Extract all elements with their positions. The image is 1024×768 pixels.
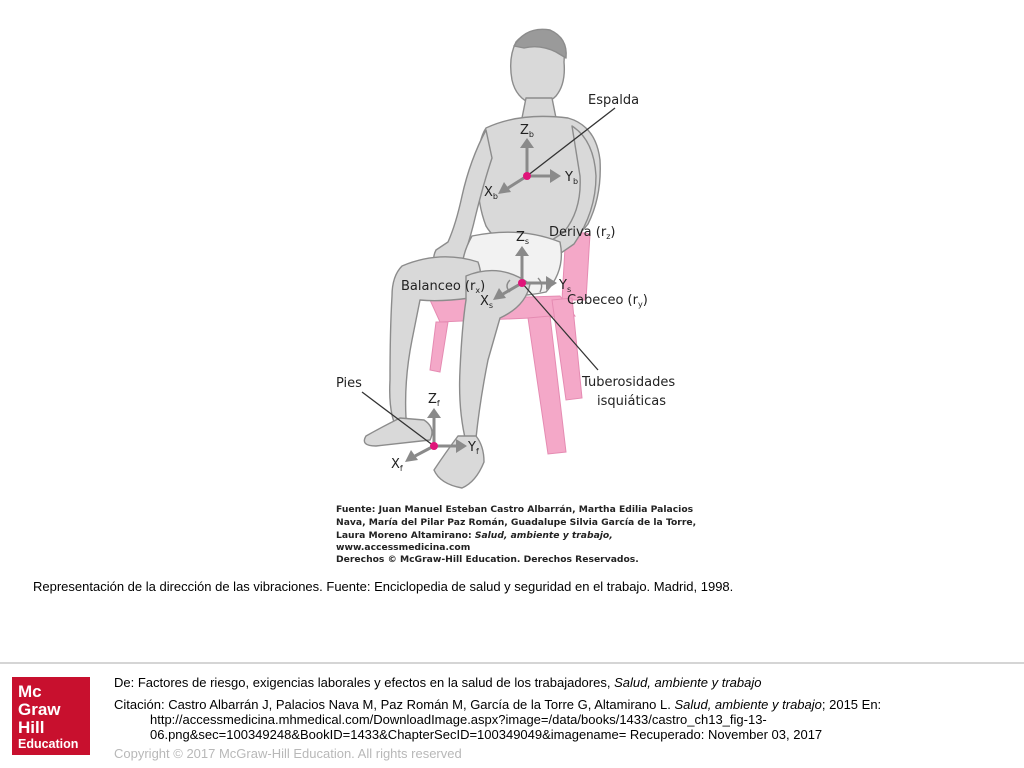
logo-line-1: Mc [18,682,42,701]
logo-line-2: Graw [18,700,61,719]
label-pies: Pies [336,376,362,391]
axis-label-xf: Xf [391,457,403,473]
axis-label-yb: Yb [564,170,578,186]
source-line-4: www.accessmedicina.com [336,542,470,553]
footer-divider [0,662,1024,664]
source-line-1: Fuente: Juan Manuel Esteban Castro Albar… [336,504,694,515]
logo-line-3: Hill [18,718,45,737]
figure-source: Fuente: Juan Manuel Esteban Castro Albar… [336,504,696,565]
axis-label-zf: Zf [428,392,440,408]
logo-line-4: Education [18,737,79,751]
person-silhouette [363,28,601,489]
vibration-markers [430,172,531,450]
label-espalda: Espalda [588,93,639,108]
label-tuberosidades-1: Tuberosidades [581,375,675,390]
source-line-5: Derechos © McGraw-Hill Education. Derech… [336,554,639,565]
citation: Citación: Castro Albarrán J, Palacios Na… [114,697,994,742]
axis-label-yf: Yf [467,440,479,456]
citation-url-line-1[interactable]: http://accessmedicina.mhmedical.com/Down… [150,712,767,727]
axis-label-zb: Zb [520,123,534,139]
marker-feet [430,442,438,450]
axis-label-xs: Xs [480,294,493,310]
axis-label-ys: Ys [558,278,571,294]
label-balanceo: Balanceo (rx) [401,279,485,295]
axis-label-xb: Xb [484,185,498,201]
axis-label-zs: Zs [516,230,529,246]
rotation-arcs [506,277,543,293]
source-line-2: Nava, María del Pilar Paz Román, Guadalu… [336,517,696,528]
mcgraw-hill-logo: Mc Graw Hill Education [12,677,90,755]
label-deriva: Deriva (rz) [549,225,615,241]
marker-back [523,172,531,180]
marker-seat [518,279,526,287]
citation-url-line-2[interactable]: 06.png&sec=100349248&BookID=1433&Chapter… [150,727,823,742]
axes-back [498,138,561,194]
leader-lines [361,107,616,447]
axes-seat [493,246,557,300]
vibration-figure: Espalda Deriva (rz) Balanceo (rx) Cabece… [336,28,697,565]
source-line-3: Laura Moreno Altamirano: Salud, ambiente… [336,530,613,541]
copyright-notice: Copyright © 2017 McGraw-Hill Education. … [114,746,462,761]
label-cabeceo: Cabeceo (ry) [567,293,648,309]
figure-caption: Representación de la dirección de las vi… [33,579,734,594]
label-tuberosidades-2: isquiáticas [597,394,666,409]
source-chapter: De: Factores de riesgo, exigencias labor… [114,675,762,690]
